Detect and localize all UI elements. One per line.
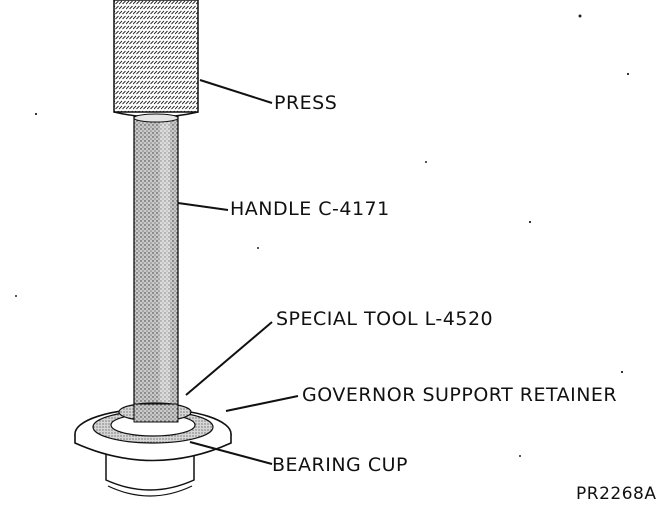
print-specks [15,14,630,457]
special-tool-driver [118,402,192,423]
label-handle: HANDLE C-4171 [230,198,390,220]
leader-special-tool [185,321,273,396]
leader-press [199,79,273,104]
leader-lines [177,79,299,465]
label-press: PRESS [274,92,338,114]
leader-handle [177,202,229,211]
figure-id: PR2268A [576,484,657,504]
handle-shaft [133,113,179,427]
press-ram [113,0,199,118]
label-bearing-cup: BEARING CUP [272,454,408,476]
label-governor-support-retainer: GOVERNOR SUPPORT RETAINER [302,384,618,406]
label-special-tool: SPECIAL TOOL L-4520 [276,308,494,330]
leader-bearing-cup [189,441,273,465]
leader-governor-retainer [225,395,299,412]
